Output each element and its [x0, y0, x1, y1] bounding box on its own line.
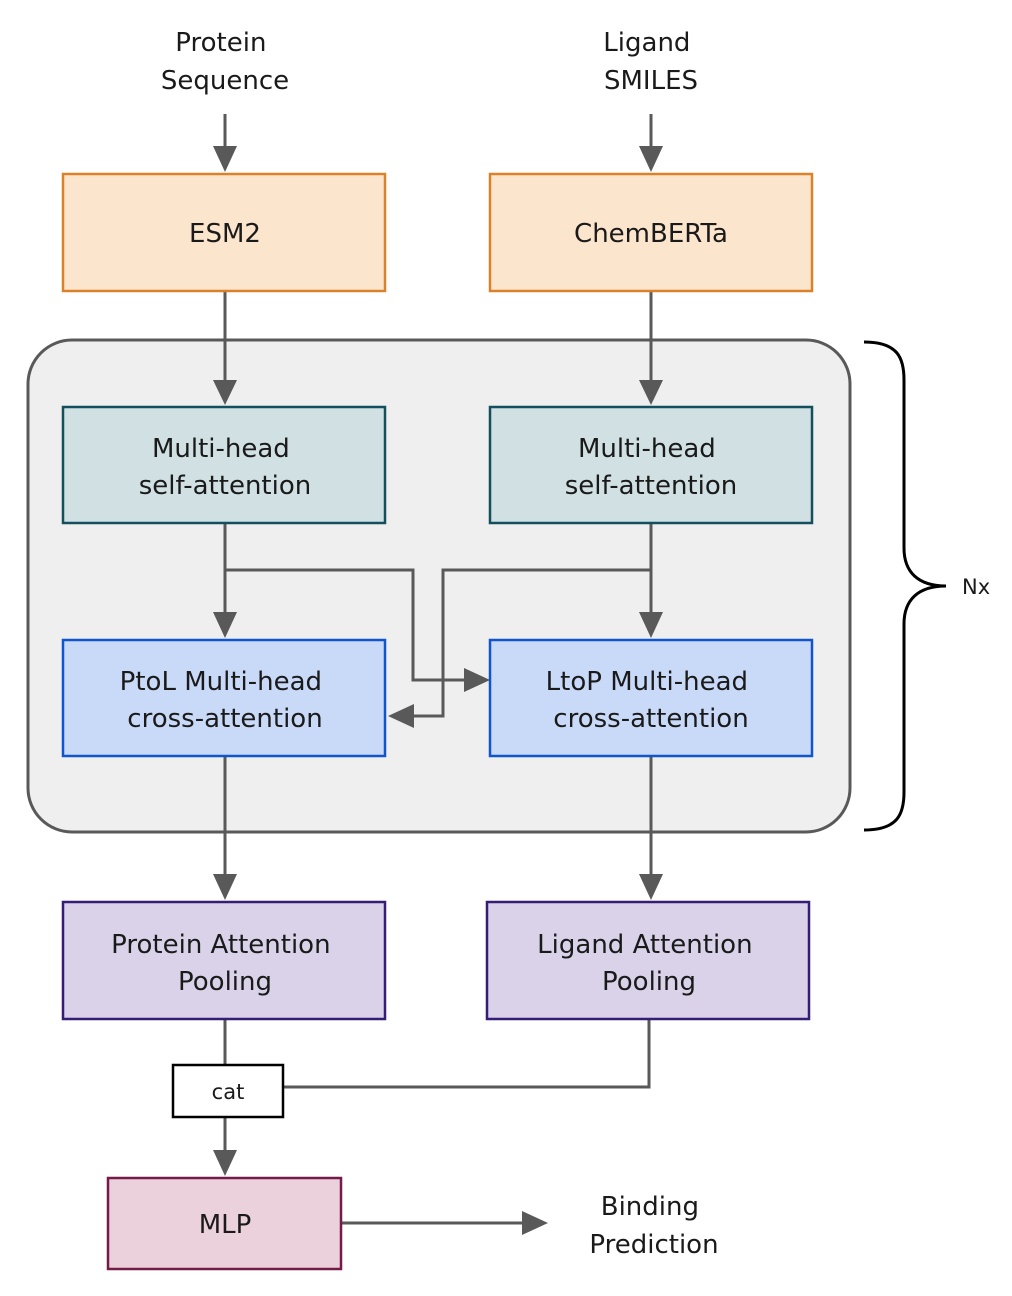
- mlp-to-output-arrowhead: [522, 1211, 548, 1235]
- ltop-cross-attention-box: [488, 638, 814, 758]
- ligand-input-label: Ligand SMILES: [603, 28, 698, 96]
- protein-self-attention-line-2: self-attention: [139, 471, 311, 501]
- ligand-pooling-line-2: Pooling: [602, 967, 696, 997]
- cat-label: cat: [212, 1080, 245, 1104]
- ligand-self-attention-line-2: self-attention: [565, 471, 737, 501]
- protein-input-line-1: Protein: [175, 28, 266, 58]
- output-label: Binding Prediction: [589, 1192, 718, 1260]
- ptol-to-pooling-arrowhead: [213, 874, 237, 900]
- chemberta-label: ChemBERTa: [574, 219, 728, 249]
- ligand-pooling-to-cat-wire: [283, 1019, 651, 1089]
- protein-self-attention-line-1: Multi-head: [152, 434, 290, 464]
- ligand-self-to-cross-arrowhead: [639, 612, 663, 638]
- protein-self-to-cross-arrowhead: [213, 612, 237, 638]
- protein-pooling-line-2: Pooling: [178, 967, 272, 997]
- ltop-cross-attention-label: LtoP Multi-head cross-attention: [546, 667, 757, 734]
- output-line-1: Binding: [601, 1192, 699, 1222]
- ptol-cross-attention-line-1: PtoL Multi-head: [120, 667, 322, 697]
- esm2-label: ESM2: [189, 219, 261, 249]
- ligand-pooling-label: Ligand Attention Pooling: [537, 930, 761, 997]
- ptol-cross-attention-line-2: cross-attention: [127, 704, 322, 734]
- ligand-pooling-line-1: Ligand Attention: [537, 930, 752, 960]
- protein-pooling-label: Protein Attention Pooling: [111, 930, 339, 997]
- output-line-2: Prediction: [589, 1230, 718, 1260]
- ligand-pooling-box: [485, 900, 811, 1021]
- ltop-cross-attention-line-2: cross-attention: [553, 704, 748, 734]
- ligand-input-arrowhead: [639, 146, 663, 172]
- protein-input-arrowhead: [213, 146, 237, 172]
- protein-pooling-line-1: Protein Attention: [111, 930, 330, 960]
- ptol-cross-attention-box: [61, 638, 387, 758]
- ligand-to-ptol-arrowhead: [388, 704, 414, 728]
- esm2-to-self-attention-arrowhead: [213, 380, 237, 405]
- ligand-self-attention-line-1: Multi-head: [578, 434, 716, 464]
- ltop-to-pooling-arrowhead: [639, 874, 663, 900]
- mlp-box: [106, 1176, 343, 1271]
- cat-box: [171, 1063, 285, 1119]
- ligand-to-ptol-wire: [412, 568, 651, 718]
- protein-to-ltop-wire: [225, 568, 466, 682]
- protein-input-line-2: Sequence: [161, 66, 289, 96]
- protein-input-label: Protein Sequence: [161, 28, 289, 96]
- protein-self-attention-label: Multi-head self-attention: [139, 434, 311, 501]
- ligand-input-line-1: Ligand: [603, 28, 690, 58]
- repeat-label: Nx: [962, 575, 990, 599]
- ligand-input-line-2: SMILES: [604, 66, 698, 96]
- chemberta-box: [488, 172, 814, 293]
- protein-pooling-box: [61, 900, 387, 1021]
- ligand-self-attention-label: Multi-head self-attention: [565, 434, 737, 501]
- mlp-label: MLP: [199, 1210, 252, 1240]
- ligand-self-attention-box: [488, 405, 814, 525]
- ptol-cross-attention-label: PtoL Multi-head cross-attention: [120, 667, 331, 734]
- protein-self-attention-box: [61, 405, 387, 525]
- cat-to-mlp-arrowhead: [213, 1150, 237, 1176]
- protein-to-ltop-arrowhead: [464, 668, 490, 692]
- repeat-brace: [863, 340, 947, 832]
- chemberta-to-self-attention-arrowhead: [639, 380, 663, 405]
- esm2-box: [61, 172, 387, 293]
- ltop-cross-attention-line-1: LtoP Multi-head: [546, 667, 748, 697]
